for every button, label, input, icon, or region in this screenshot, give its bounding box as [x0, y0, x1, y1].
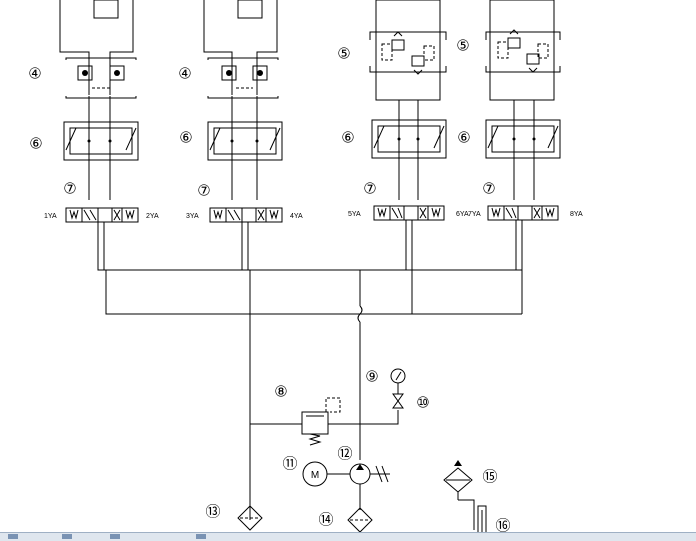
callout-6c: ⑥ [341, 130, 354, 147]
hydraulic-pump [349, 463, 390, 510]
callout-6b: ⑥ [179, 130, 192, 147]
callout-10: ⑩ [416, 395, 429, 412]
callout-7a: ⑦ [63, 181, 76, 198]
taskbar-icon[interactable] [196, 534, 206, 539]
counterbalance-valve-3 [369, 31, 447, 75]
actuator-unit-2: 3YA 4YA [186, 0, 303, 270]
callout-11: ⑪ [282, 456, 297, 473]
taskbar-icon[interactable] [8, 534, 18, 539]
directional-valve-4 [487, 205, 559, 221]
throttle-valve-1 [63, 121, 139, 161]
callout-7d: ⑦ [482, 181, 495, 198]
callout-4b: ④ [178, 66, 191, 83]
callout-5b: ⑤ [456, 38, 469, 55]
window-taskbar-strip [0, 532, 696, 541]
throttle-valve-3 [371, 119, 447, 159]
solenoid-label-7ya: 7YA [468, 211, 481, 218]
solenoid-label-4ya: 4YA [290, 213, 303, 220]
pilot-check-valve-1 [65, 57, 137, 99]
callout-4a: ④ [28, 66, 41, 83]
pilot-check-valve-2 [207, 57, 279, 99]
electric-motor: M [302, 461, 350, 487]
counterbalance-valve-4 [485, 29, 561, 73]
callout-6a: ⑥ [29, 136, 42, 153]
callout-8: ⑧ [274, 384, 287, 401]
callout-6d: ⑥ [457, 130, 470, 147]
pressure-and-return-manifold [98, 269, 522, 520]
actuator-unit-3: 5YA 6YA [348, 0, 469, 270]
callout-16: ⑯ [495, 518, 510, 535]
solenoid-label-5ya: 5YA [348, 211, 361, 218]
actuator-unit-1: 1YA 2YA [44, 0, 159, 271]
solenoid-label-3ya: 3YA [186, 213, 199, 220]
directional-valve-2 [209, 207, 283, 223]
directional-valve-3 [373, 205, 445, 221]
taskbar-icon[interactable] [62, 534, 72, 539]
motor-symbol: M [311, 470, 319, 481]
throttle-valve-4 [485, 119, 561, 159]
callout-14: ⑭ [318, 512, 333, 529]
callout-9: ⑨ [365, 369, 378, 386]
callout-5a: ⑤ [337, 46, 350, 63]
callout-7b: ⑦ [197, 183, 210, 200]
return-filter [237, 505, 263, 531]
taskbar-icon[interactable] [110, 534, 120, 539]
relief-valve [250, 397, 399, 446]
solenoid-label-2ya: 2YA [146, 213, 159, 220]
actuator-unit-4: 7YA 8YA [468, 0, 583, 314]
directional-valve-1 [65, 207, 139, 223]
solenoid-label-6ya: 6YA [456, 211, 469, 218]
air-filter [443, 460, 475, 530]
suction-filter [347, 507, 373, 533]
throttle-valve-2 [207, 121, 283, 161]
callout-15: ⑮ [482, 469, 497, 486]
pressure-gauge [390, 368, 406, 409]
callout-13: ⑬ [205, 504, 220, 521]
callout-7c: ⑦ [363, 181, 376, 198]
callout-12: ⑫ [337, 446, 352, 463]
solenoid-label-8ya: 8YA [570, 211, 583, 218]
callout-numbers: ④ ④ ⑤ ⑤ ⑥ ⑥ ⑥ ⑥ ⑦ ⑦ ⑦ ⑦ ⑧ ⑨ ⑩ ⑪ ⑫ ⑬ ⑭ ⑮ … [28, 38, 510, 535]
solenoid-label-1ya: 1YA [44, 213, 57, 220]
